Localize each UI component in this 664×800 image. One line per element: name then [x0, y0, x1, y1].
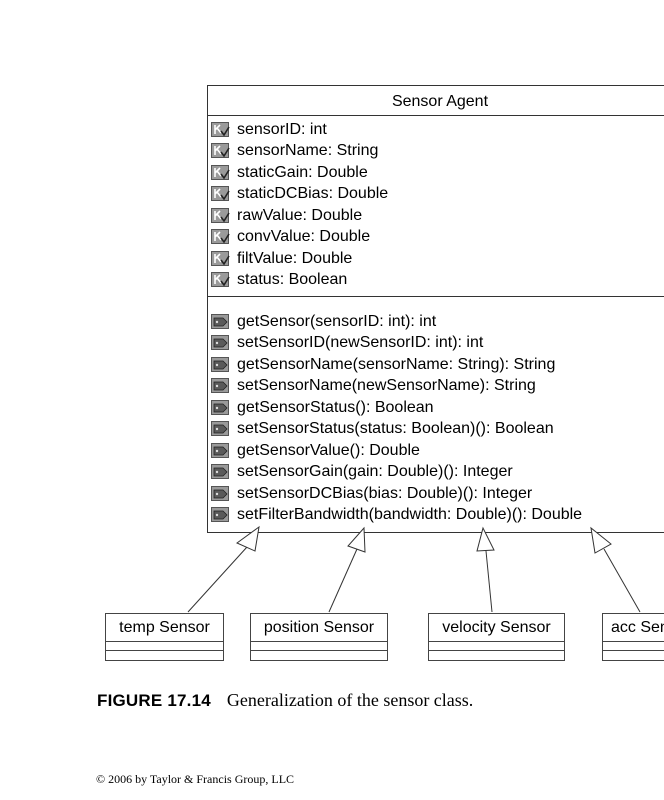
subclass-attribute-compartment [106, 642, 223, 651]
operation-label: setSensorDCBias(bias: Double)(): Integer [237, 484, 533, 502]
generalization-line [328, 548, 358, 613]
figure-caption-text: Generalization of the sensor class. [226, 690, 474, 710]
attribute-label: sensorName: String [237, 142, 379, 160]
operation-icon [211, 378, 231, 394]
attribute-row: convValue: Double [208, 227, 664, 249]
subclass-acc-sensor: acc Sensor [602, 613, 664, 661]
operation-row: setSensorID(newSensorID: int): int [208, 333, 664, 355]
operation-icon [211, 464, 231, 480]
attribute-icon [211, 164, 231, 181]
operation-icon [211, 507, 231, 523]
attribute-icon [211, 250, 231, 267]
subclass-position-sensor: position Sensor [250, 613, 388, 661]
operation-row: getSensorValue(): Double [208, 440, 664, 462]
subclass-velocity-sensor: velocity Sensor [428, 613, 565, 661]
operation-row: setSensorDCBias(bias: Double)(): Integer [208, 483, 664, 505]
operation-row: setFilterBandwidth(bandwidth: Double)():… [208, 505, 664, 527]
subclass-attribute-compartment [603, 642, 664, 651]
operation-label: getSensor(sensorID: int): int [237, 312, 437, 330]
operation-row: getSensorStatus(): Boolean [208, 397, 664, 419]
operation-icon [211, 421, 231, 437]
attribute-row: status: Boolean [208, 270, 664, 292]
attribute-label: sensorID: int [237, 120, 327, 138]
attribute-label: status: Boolean [237, 271, 348, 289]
operation-label: getSensorStatus(): Boolean [237, 398, 434, 416]
operation-label: setFilterBandwidth(bandwidth: Double)():… [237, 506, 583, 524]
attribute-row: filtValue: Double [208, 248, 664, 270]
attribute-label: convValue: Double [237, 228, 371, 246]
operation-row: setSensorGain(gain: Double)(): Integer [208, 462, 664, 484]
operation-label: getSensorValue(): Double [237, 441, 420, 459]
attribute-label: rawValue: Double [237, 206, 363, 224]
generalization-arrowhead [590, 526, 612, 554]
class-name: Sensor Agent [208, 86, 664, 116]
attribute-label: filtValue: Double [237, 249, 353, 267]
attribute-icon [211, 121, 231, 138]
operation-icon [211, 356, 231, 373]
attribute-row: sensorID: int [208, 119, 664, 141]
operation-icon [211, 442, 231, 459]
operation-icon [211, 485, 231, 502]
attribute-icon [211, 272, 231, 288]
subclass-name: acc Sensor [603, 614, 664, 642]
operation-label: setSensorStatus(status: Boolean)(): Bool… [237, 420, 554, 438]
subclass-name: position Sensor [251, 614, 387, 642]
generalization-line [187, 546, 248, 613]
generalization-line [485, 550, 493, 613]
subclass-name: velocity Sensor [429, 614, 564, 642]
subclass-name: temp Sensor [106, 614, 223, 642]
figure-caption: FIGURE 17.14 Generalization of the sensor… [97, 690, 473, 711]
attribute-icon [211, 143, 231, 159]
attribute-icon [211, 229, 231, 245]
sensor-agent-class: Sensor Agent sensorID: int sensorName: S… [207, 85, 664, 533]
attribute-row: staticGain: Double [208, 162, 664, 184]
operation-label: setSensorGain(gain: Double)(): Integer [237, 463, 513, 481]
generalization-arrowhead [347, 526, 366, 553]
operation-label: setSensorName(newSensorName): String [237, 377, 536, 395]
subclass-attribute-compartment [251, 642, 387, 651]
operation-icon [211, 335, 231, 351]
operation-row: setSensorStatus(status: Boolean)(): Bool… [208, 419, 664, 441]
attribute-row: sensorName: String [208, 141, 664, 163]
generalization-arrowhead [236, 525, 260, 552]
operation-label: getSensorName(sensorName: String): Strin… [237, 355, 556, 373]
operation-row: getSensorName(sensorName: String): Strin… [208, 354, 664, 376]
figure-label: FIGURE 17.14 [97, 691, 211, 710]
operation-icon [211, 399, 231, 416]
attribute-icon [211, 207, 231, 224]
attribute-label: staticGain: Double [237, 163, 368, 181]
copyright-notice: © 2006 by Taylor & Francis Group, LLC [96, 772, 295, 786]
subclass-attribute-compartment [429, 642, 564, 651]
operation-row: getSensor(sensorID: int): int [208, 311, 664, 333]
attribute-row: rawValue: Double [208, 205, 664, 227]
attribute-row: staticDCBias: Double [208, 184, 664, 206]
operation-compartment: getSensor(sensorID: int): int setSensorI… [208, 297, 664, 532]
operation-label: setSensorID(newSensorID: int): int [237, 334, 484, 352]
generalization-line [603, 548, 641, 613]
attribute-icon [211, 186, 231, 202]
generalization-arrowhead [476, 526, 495, 552]
subclass-temp-sensor: temp Sensor [105, 613, 224, 661]
attribute-label: staticDCBias: Double [237, 185, 389, 203]
operation-row: setSensorName(newSensorName): String [208, 376, 664, 398]
attribute-compartment: sensorID: int sensorName: String staticG… [208, 116, 664, 297]
operation-icon [211, 313, 231, 330]
